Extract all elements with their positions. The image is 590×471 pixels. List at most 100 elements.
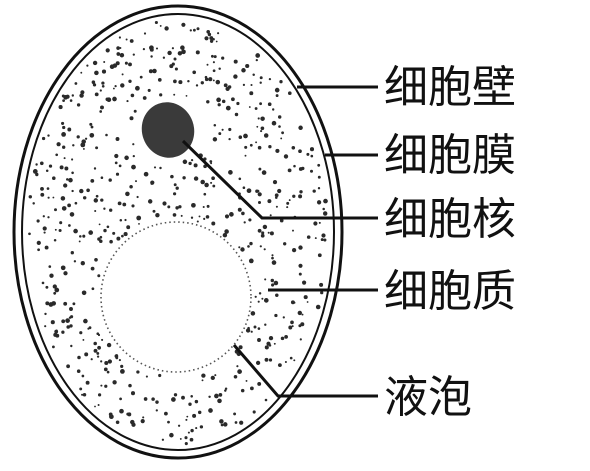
cytoplasm-granule bbox=[120, 219, 123, 222]
cytoplasm-granule bbox=[178, 425, 180, 427]
cytoplasm-granule bbox=[116, 173, 119, 176]
cytoplasm-granule bbox=[178, 80, 182, 84]
cytoplasm-granule bbox=[71, 172, 74, 175]
cytoplasm-granule bbox=[102, 70, 106, 74]
cytoplasm-granule bbox=[228, 128, 231, 131]
cytoplasm-granule bbox=[126, 100, 128, 102]
cytoplasm-granule bbox=[124, 219, 126, 221]
cytoplasm-granule bbox=[99, 223, 101, 225]
cytoplasm-granule bbox=[292, 146, 296, 150]
cytoplasm-granule bbox=[204, 36, 208, 40]
cytoplasm-granule bbox=[62, 126, 65, 129]
cytoplasm-granule bbox=[181, 49, 186, 54]
cytoplasm-granule bbox=[81, 139, 86, 144]
cytoplasm-granule bbox=[77, 103, 80, 106]
cytoplasm-granule bbox=[44, 325, 46, 327]
cytoplasm-granule bbox=[192, 70, 196, 74]
cytoplasm-granule bbox=[290, 321, 294, 325]
cytoplasm-granule bbox=[258, 146, 262, 150]
cytoplasm-granule bbox=[64, 167, 68, 171]
cytoplasm-granule bbox=[173, 80, 177, 84]
cytoplasm-granule bbox=[154, 166, 156, 168]
cytoplasm-granule bbox=[67, 128, 71, 132]
cytoplasm-granule bbox=[186, 95, 188, 97]
cytoplasm-granule bbox=[246, 328, 250, 332]
cytoplasm-granule bbox=[271, 254, 273, 256]
cytoplasm-granule bbox=[119, 398, 122, 401]
cytoplasm-granule bbox=[244, 146, 247, 149]
cytoplasm-granule bbox=[79, 93, 83, 97]
cytoplasm-granule bbox=[213, 69, 216, 72]
cytoplasm-granule bbox=[116, 137, 120, 141]
cytoplasm-granule bbox=[203, 206, 205, 208]
cytoplasm-granule bbox=[249, 106, 251, 108]
cytoplasm-granule bbox=[218, 67, 220, 69]
vacuole-label: 液泡 bbox=[384, 372, 472, 423]
cytoplasm-granule bbox=[83, 196, 86, 199]
cytoplasm-granule bbox=[167, 421, 170, 424]
cytoplasm-granule bbox=[96, 195, 99, 198]
cytoplasm-granule bbox=[294, 302, 296, 304]
cytoplasm-granule bbox=[285, 361, 287, 363]
cytoplasm-granule bbox=[52, 197, 54, 199]
nucleus-label: 细胞核 bbox=[384, 194, 516, 245]
cytoplasm-granule bbox=[48, 197, 50, 199]
cytoplasm-granule bbox=[35, 163, 37, 165]
cytoplasm-granule bbox=[40, 193, 44, 197]
cytoplasm-granule bbox=[318, 187, 320, 189]
cytoplasm-granule bbox=[210, 162, 212, 164]
cytoplasm-granule bbox=[299, 190, 302, 193]
cytoplasm-granule bbox=[225, 230, 228, 233]
cytoplasm-granule bbox=[158, 374, 161, 377]
cytoplasm-granule bbox=[120, 369, 125, 374]
cytoplasm-granule bbox=[74, 260, 76, 262]
cytoplasm-granule bbox=[167, 51, 171, 55]
cytoplasm-granule bbox=[243, 134, 248, 139]
cytoplasm-granule bbox=[180, 45, 185, 50]
cytoplasm-granule bbox=[257, 190, 260, 193]
cytoplasm-granule bbox=[98, 393, 101, 396]
cytoplasm-granule bbox=[181, 396, 185, 400]
cytoplasm-granule bbox=[156, 47, 158, 49]
cytoplasm-granule bbox=[275, 294, 278, 297]
cytoplasm-granule bbox=[315, 237, 317, 239]
cytoplasm-granule bbox=[185, 419, 187, 421]
cytoplasm-granule bbox=[120, 83, 124, 87]
cytoplasm-granule bbox=[94, 167, 96, 169]
cytoplasm-granule bbox=[246, 380, 248, 382]
cytoplasm-granule bbox=[219, 419, 224, 424]
cytoplasm-granule bbox=[249, 91, 253, 95]
cytoplasm-granule bbox=[302, 281, 306, 285]
cytoplasm-granule bbox=[126, 413, 129, 416]
cytoplasm-granule bbox=[101, 81, 104, 84]
cytoplasm-granule bbox=[190, 438, 194, 442]
cytoplasm-granule bbox=[212, 185, 215, 188]
cytoplasm-granule bbox=[298, 149, 302, 153]
cytoplasm-granule bbox=[29, 195, 32, 198]
cytoplasm-granule bbox=[278, 125, 281, 128]
cytoplasm-granule bbox=[298, 264, 302, 268]
cytoplasm-granule bbox=[72, 94, 74, 96]
cytoplasm-granule bbox=[131, 204, 134, 207]
cytoplasm-granule bbox=[94, 406, 96, 408]
cytoplasm-granule bbox=[188, 432, 190, 434]
cytoplasm-granule bbox=[68, 178, 73, 183]
cytoplasm-granule bbox=[213, 137, 217, 141]
cytoplasm-granule bbox=[233, 412, 236, 415]
cytoplasm-granule bbox=[49, 164, 52, 167]
cytoplasm-granule bbox=[217, 32, 219, 34]
cytoplasm-granule bbox=[130, 39, 134, 43]
cytoplasm-granule bbox=[61, 122, 64, 125]
cytoplasm-granule bbox=[43, 226, 47, 230]
cytoplasm-granule bbox=[298, 311, 302, 315]
cytoplasm-granule bbox=[306, 153, 309, 156]
cytoplasm-granule bbox=[62, 206, 67, 211]
cytoplasm-granule bbox=[116, 237, 120, 241]
cytoplasm-granule bbox=[66, 178, 69, 181]
cytoplasm-granule bbox=[91, 358, 93, 360]
cytoplasm-granule bbox=[40, 187, 44, 191]
cytoplasm-granule bbox=[283, 316, 285, 318]
cytoplasm-granule bbox=[122, 73, 124, 75]
cytoplasm-granule bbox=[225, 87, 229, 91]
